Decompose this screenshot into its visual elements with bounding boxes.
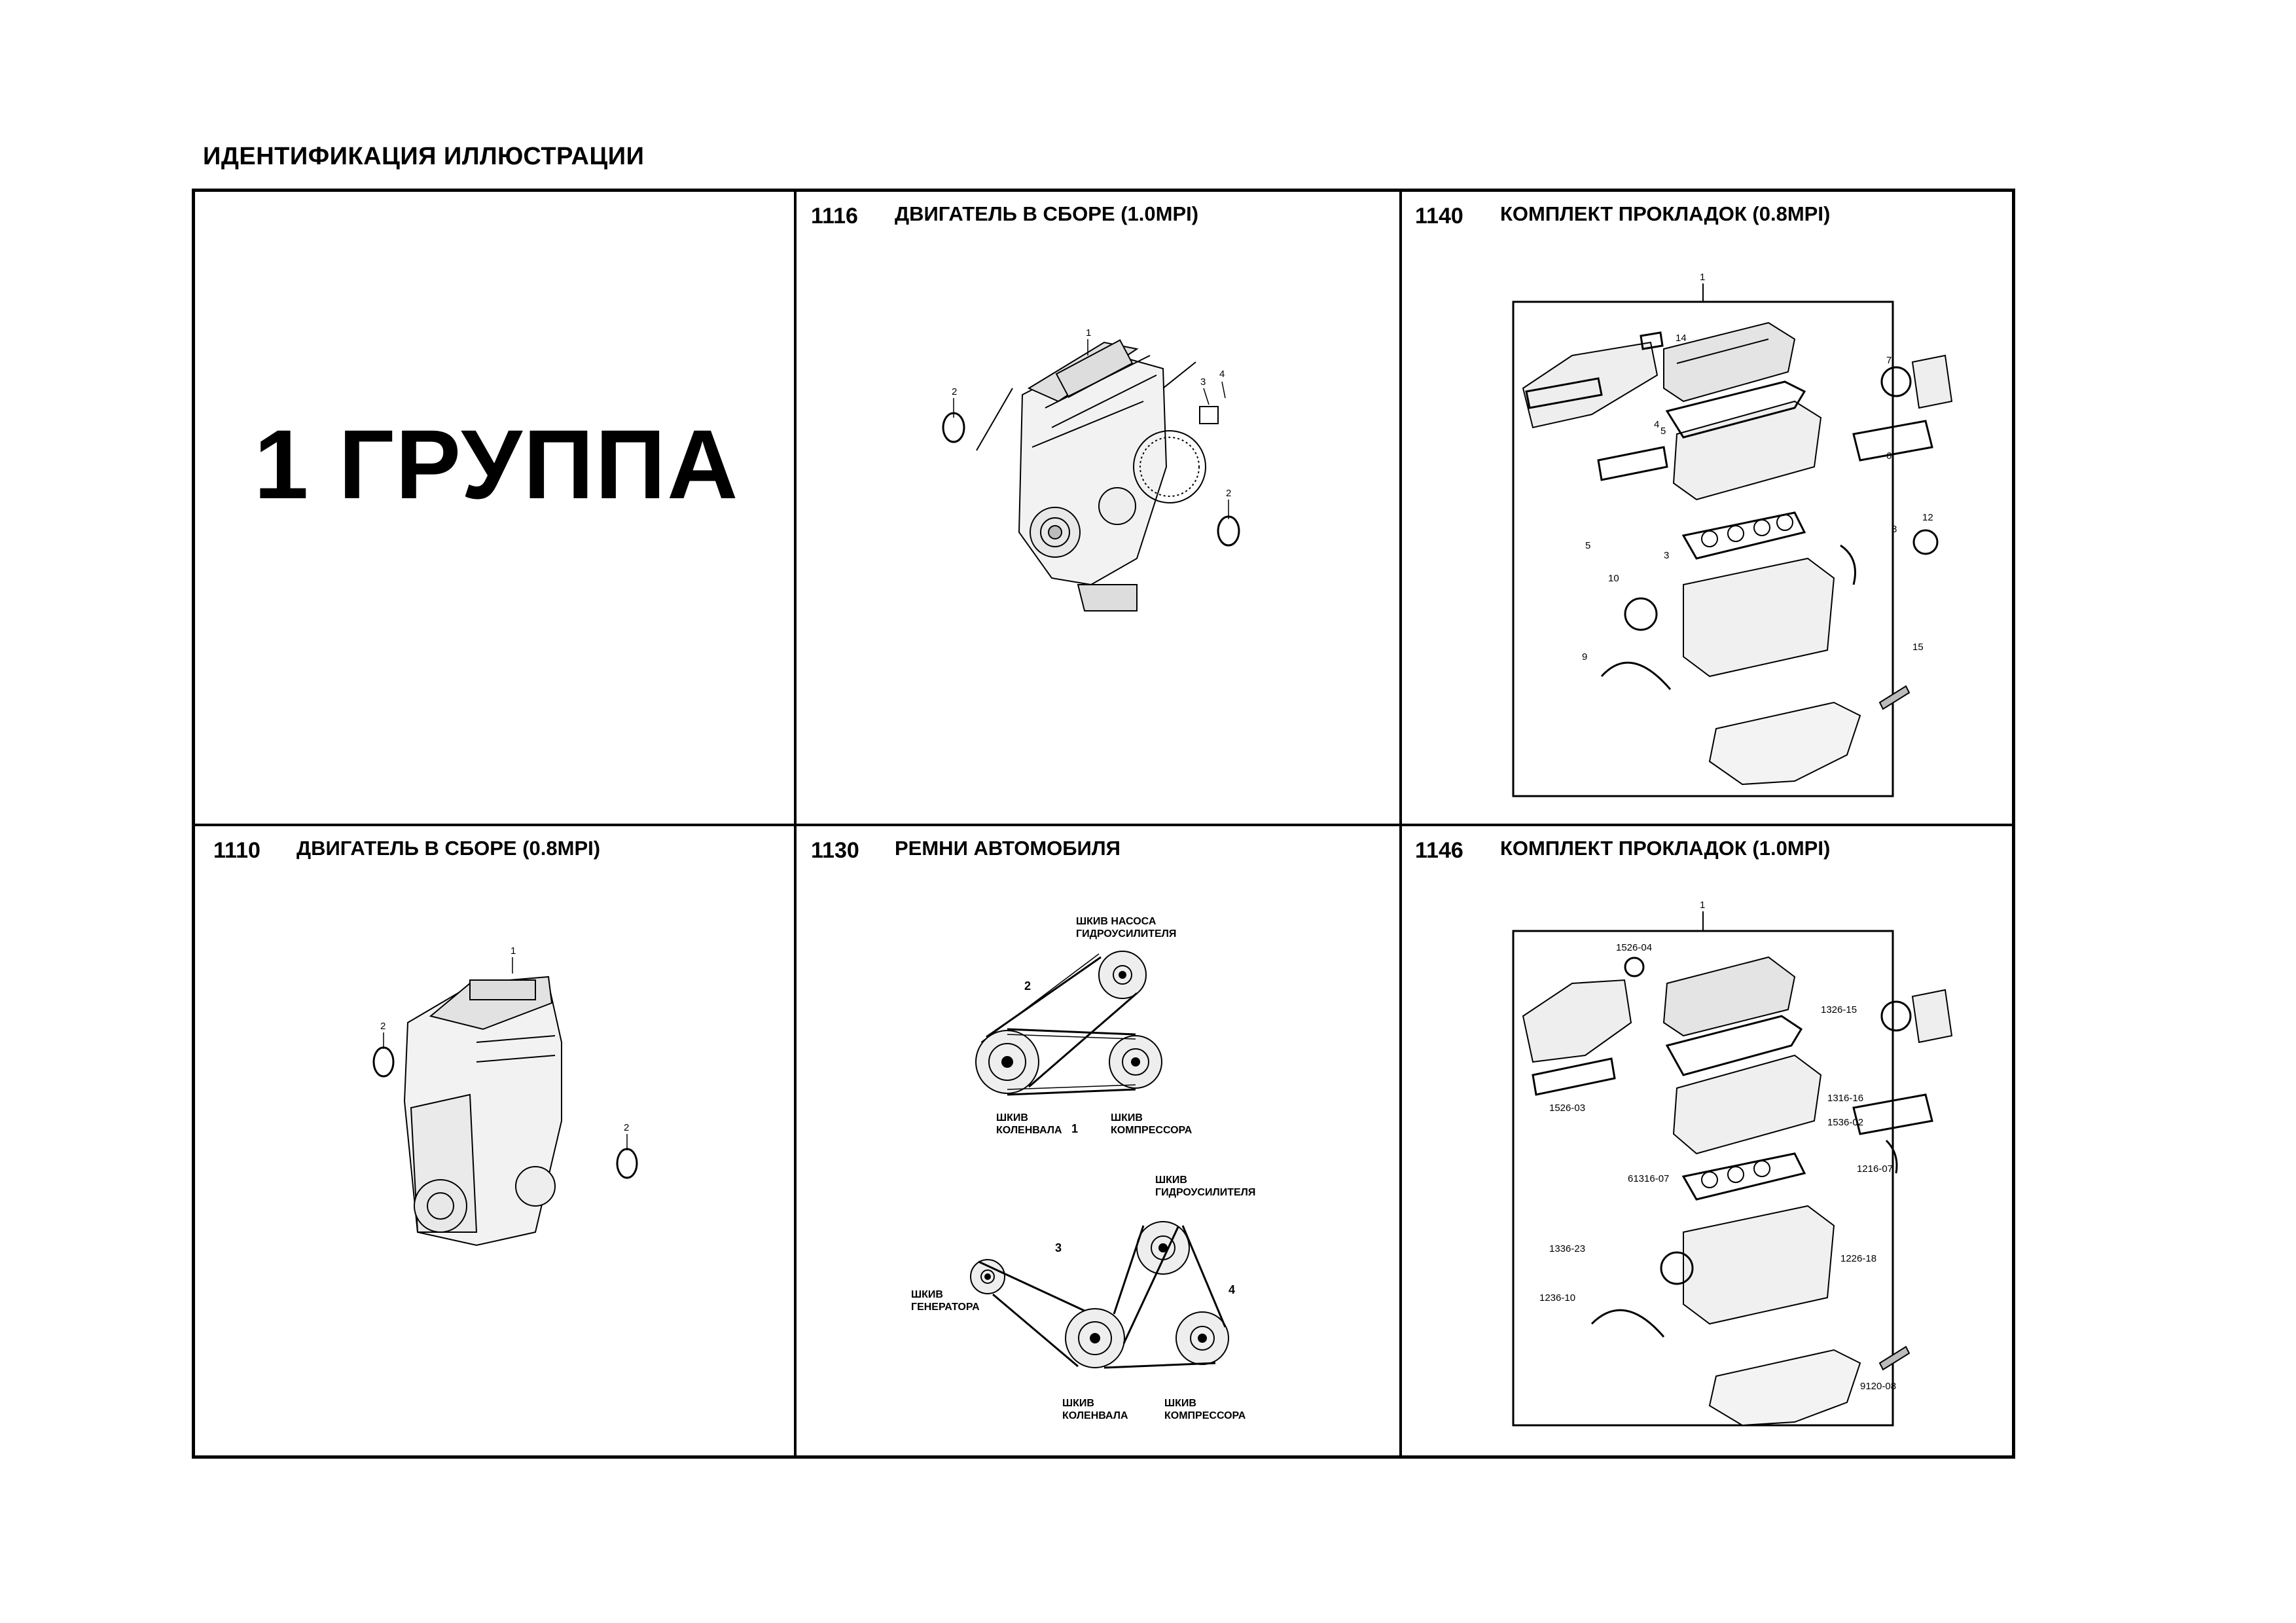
pulley-label: ШКИВ	[1155, 1175, 1187, 1186]
engine-1-0-illustration: 2 1 3 4 2	[942, 327, 1240, 611]
cell-code: 1146	[1415, 838, 1463, 863]
belt-routing-diagram: ШКИВ НАСОСА ГИДРОУСИЛИТЕЛЯ 2 ШКИВ КОЛЕНВ…	[911, 916, 1255, 1421]
callout-label: 1236-10	[1539, 1292, 1575, 1304]
belt-number: 2	[1024, 979, 1031, 993]
cell-title: ДВИГАТЕЛЬ В СБОРЕ (0.8MPI)	[296, 837, 601, 860]
callout-label: 9120-08	[1860, 1381, 1896, 1392]
callout-label: 4	[1219, 369, 1225, 380]
pulley-label: КОМПРЕССОРА	[1111, 1125, 1193, 1136]
pulley-label: ШКИВ	[1111, 1112, 1143, 1123]
callout-label: 12	[1922, 512, 1933, 523]
callout-label: 1226-18	[1840, 1253, 1876, 1264]
cell-1116[interactable]: 1116 ДВИГАТЕЛЬ В СБОРЕ (1.0MPI)	[797, 192, 1399, 824]
callout-label: 61316-07	[1628, 1173, 1669, 1184]
callout-label: 1	[1700, 900, 1705, 911]
cell-title: РЕМНИ АВТОМОБИЛЯ	[895, 837, 1121, 860]
gasket-kit-0-8-illustration: 1 14 7 5 4 6 5 8 12 3 10 9 15	[1512, 272, 1953, 797]
callout-label: 5	[1660, 426, 1666, 437]
callout-label: 1	[1700, 272, 1705, 283]
cell-code: 1140	[1415, 204, 1463, 228]
pulley-label: ГИДРОУСИЛИТЕЛЯ	[1076, 928, 1176, 939]
illustration-grid: 1 ГРУППА 1116 ДВИГАТЕЛЬ В СБОРЕ (1.0MPI)	[192, 189, 2015, 1459]
cell-1110[interactable]: 1110 ДВИГАТЕЛЬ В СБОРЕ (0.8MPI)	[195, 826, 794, 1459]
cell-title: ДВИГАТЕЛЬ В СБОРЕ (1.0MPI)	[895, 202, 1199, 225]
cell-group-title: 1 ГРУППА	[195, 192, 794, 824]
callout-label: 1536-02	[1827, 1117, 1863, 1128]
callout-label: 10	[1608, 573, 1619, 584]
cell-1140[interactable]: 1140 КОМПЛЕКТ ПРОКЛАДОК (0.8MPI)	[1402, 192, 2015, 824]
cell-1146[interactable]: 1146 КОМПЛЕКТ ПРОКЛАДОК (1.0MPI)	[1402, 826, 2015, 1459]
callout-label: 1336-23	[1549, 1243, 1585, 1254]
callout-label: 3	[1664, 550, 1669, 561]
callout-label: 2	[380, 1021, 386, 1032]
cell-title: КОМПЛЕКТ ПРОКЛАДОК (1.0MPI)	[1500, 837, 1831, 860]
callout-label: 6	[1886, 450, 1892, 462]
callout-label: 9	[1582, 651, 1587, 663]
pulley-label: КОЛЕНВАЛА	[996, 1125, 1062, 1136]
engine-0-8-illustration: 1 2 2	[372, 945, 638, 1247]
pulley-label: ШКИВ	[996, 1112, 1028, 1123]
callout-label: 2	[1226, 488, 1231, 499]
group-title: 1 ГРУППА	[254, 409, 740, 519]
cell-code: 1116	[811, 204, 858, 228]
callout-label: 2	[952, 386, 957, 397]
pulley-label: ШКИВ	[1164, 1398, 1196, 1409]
callout-label: 15	[1912, 642, 1924, 653]
belt-number: 4	[1229, 1283, 1235, 1296]
callout-label: 1526-04	[1616, 942, 1652, 953]
callout-label: 3	[1200, 376, 1206, 388]
belt-number: 1	[1071, 1122, 1078, 1135]
pulley-label: ШКИВ	[911, 1289, 943, 1300]
cell-1130[interactable]: 1130 РЕМНИ АВТОМОБИЛЯ ШКИВ	[797, 826, 1399, 1459]
callout-label: 1526-03	[1549, 1103, 1585, 1114]
page-title: ИДЕНТИФИКАЦИЯ ИЛЛЮСТРАЦИИ	[203, 143, 645, 170]
pulley-label: КОМПРЕССОРА	[1164, 1410, 1246, 1421]
cell-title: КОМПЛЕКТ ПРОКЛАДОК (0.8MPI)	[1500, 202, 1831, 225]
belt-number: 3	[1055, 1241, 1062, 1254]
pulley-label: КОЛЕНВАЛА	[1062, 1410, 1128, 1421]
callout-label: 1	[1086, 327, 1091, 338]
callout-label: 1316-16	[1827, 1093, 1863, 1104]
gasket-kit-1-0-illustration: 1 1526-04 1326-15 1316-16 1526-03 1536-0…	[1512, 900, 1953, 1427]
grid-divider-h	[195, 824, 2012, 826]
pulley-label: ГЕНЕРАТОРА	[911, 1302, 980, 1313]
callout-label: 4	[1654, 419, 1659, 430]
callout-label: 1	[511, 945, 516, 957]
pulley-label: ШКИВ	[1062, 1398, 1094, 1409]
pulley-label: ШКИВ НАСОСА	[1076, 916, 1157, 927]
callout-label: 1326-15	[1821, 1004, 1857, 1015]
callout-label: 7	[1886, 355, 1892, 366]
callout-label: 5	[1585, 540, 1590, 551]
callout-label: 2	[624, 1122, 629, 1133]
pulley-label: ГИДРОУСИЛИТЕЛЯ	[1155, 1187, 1255, 1198]
cell-code: 1110	[213, 838, 260, 863]
callout-label: 1216-07	[1857, 1163, 1893, 1175]
callout-label: 14	[1676, 333, 1687, 344]
callout-label: 8	[1892, 524, 1897, 535]
cell-code: 1130	[811, 838, 859, 863]
